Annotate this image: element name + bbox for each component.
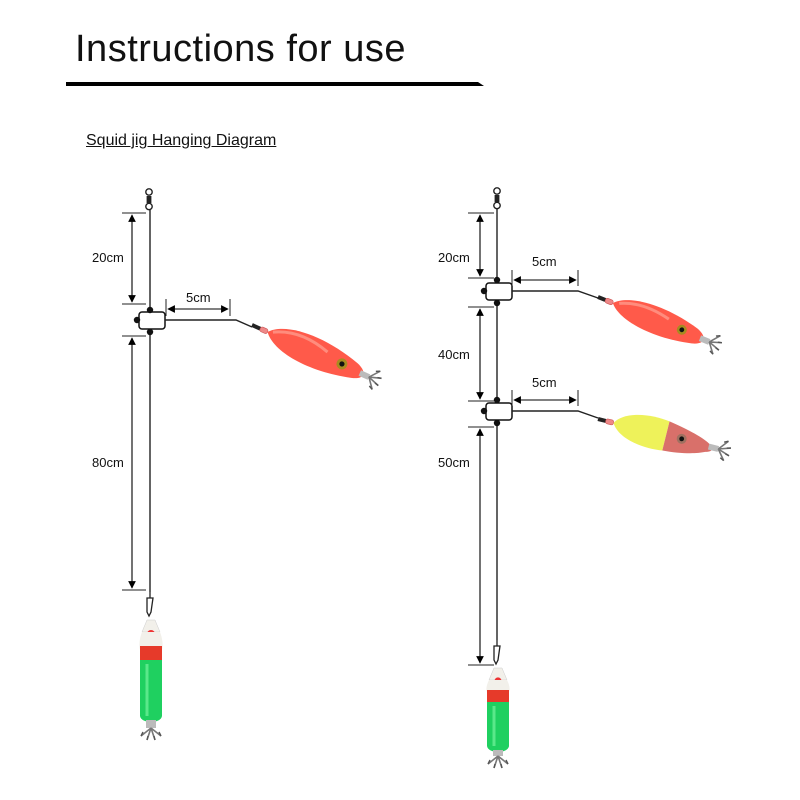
branch-dimension-label: 5cm <box>532 375 557 390</box>
bottom-dimension-label: 80cm <box>92 455 124 470</box>
snap-swivel-icon <box>146 592 154 618</box>
branch-dimension-label: 5cm <box>186 290 211 305</box>
three-way-connector <box>138 311 166 330</box>
left-rig: 20cm 5cm 80cm <box>92 188 385 741</box>
red-squid-jig-icon <box>597 295 725 357</box>
top-swivel-icon <box>493 187 501 210</box>
branch-line <box>165 319 253 328</box>
diagram-subtitle: Squid jig Hanging Diagram <box>86 132 277 149</box>
snap-swivel-icon <box>493 640 501 666</box>
page-title: Instructions for use <box>75 28 407 70</box>
top-dimension-label: 20cm <box>438 250 470 265</box>
bottom-dimension-label: 50cm <box>438 455 470 470</box>
top-swivel-icon <box>145 188 153 211</box>
red-squid-jig-icon <box>251 323 385 392</box>
right-rig: 20cm 5cm 40cm <box>438 187 734 769</box>
branch-dimension-label: 5cm <box>532 254 557 269</box>
yellow-squid-jig-icon <box>597 414 734 463</box>
middle-dimension-label: 40cm <box>438 347 470 362</box>
three-way-connector <box>485 282 513 301</box>
three-way-connector <box>485 402 513 421</box>
branch-line <box>512 410 599 419</box>
branch-line <box>512 290 599 299</box>
green-squid-jig-icon <box>139 619 163 741</box>
green-squid-jig-icon <box>486 667 510 769</box>
top-dimension-label: 20cm <box>92 250 124 265</box>
